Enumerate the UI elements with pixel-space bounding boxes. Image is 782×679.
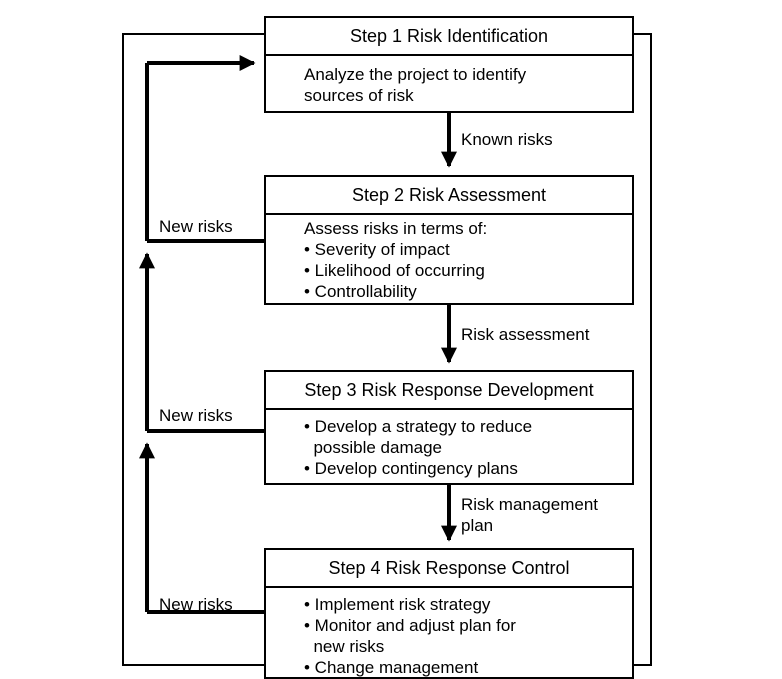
label-new-risks-step4: New risks (159, 595, 233, 614)
step3-line: possible damage (304, 438, 442, 457)
step4-line: • Monitor and adjust plan for (304, 616, 516, 635)
step4-box: Step 4 Risk Response Control • Implement… (264, 548, 634, 679)
step4-title: Step 4 Risk Response Control (266, 550, 632, 588)
step3-description: • Develop a strategy to reduce possible … (304, 416, 532, 479)
step1-title: Step 1 Risk Identification (266, 18, 632, 56)
step2-box: Step 2 Risk Assessment Assess risks in t… (264, 175, 634, 305)
label-risk-management-plan-1: Risk management (461, 495, 599, 514)
step3-box: Step 3 Risk Response Development • Devel… (264, 370, 634, 485)
step1-line: sources of risk (304, 86, 414, 105)
outer-loop-left (122, 33, 264, 666)
step2-description: Assess risks in terms of: • Severity of … (304, 218, 487, 302)
step4-line: • Implement risk strategy (304, 595, 491, 614)
step1-box: Step 1 Risk Identification Analyze the p… (264, 16, 634, 113)
label-risk-assessment: Risk assessment (461, 325, 590, 344)
step3-line: • Develop contingency plans (304, 459, 518, 478)
step2-line: • Severity of impact (304, 240, 450, 259)
step2-line: • Likelihood of occurring (304, 261, 485, 280)
label-new-risks-step2: New risks (159, 217, 233, 236)
step3-line: • Develop a strategy to reduce (304, 417, 533, 436)
step2-line: Assess risks in terms of: (304, 219, 488, 238)
label-new-risks-step3: New risks (159, 406, 233, 425)
label-risk-management-plan-2: plan (461, 516, 494, 535)
step4-line: new risks (304, 637, 385, 656)
step3-title: Step 3 Risk Response Development (266, 372, 632, 410)
step4-description: • Implement risk strategy • Monitor and … (304, 594, 516, 678)
step2-line: • Controllability (304, 282, 417, 301)
outer-bracket-right (634, 33, 652, 666)
step1-line: Analyze the project to identify (304, 65, 527, 84)
step1-description: Analyze the project to identify sources … (304, 64, 526, 106)
step2-title: Step 2 Risk Assessment (266, 177, 632, 215)
label-known-risks: Known risks (461, 130, 553, 149)
step4-line: • Change management (304, 658, 479, 677)
